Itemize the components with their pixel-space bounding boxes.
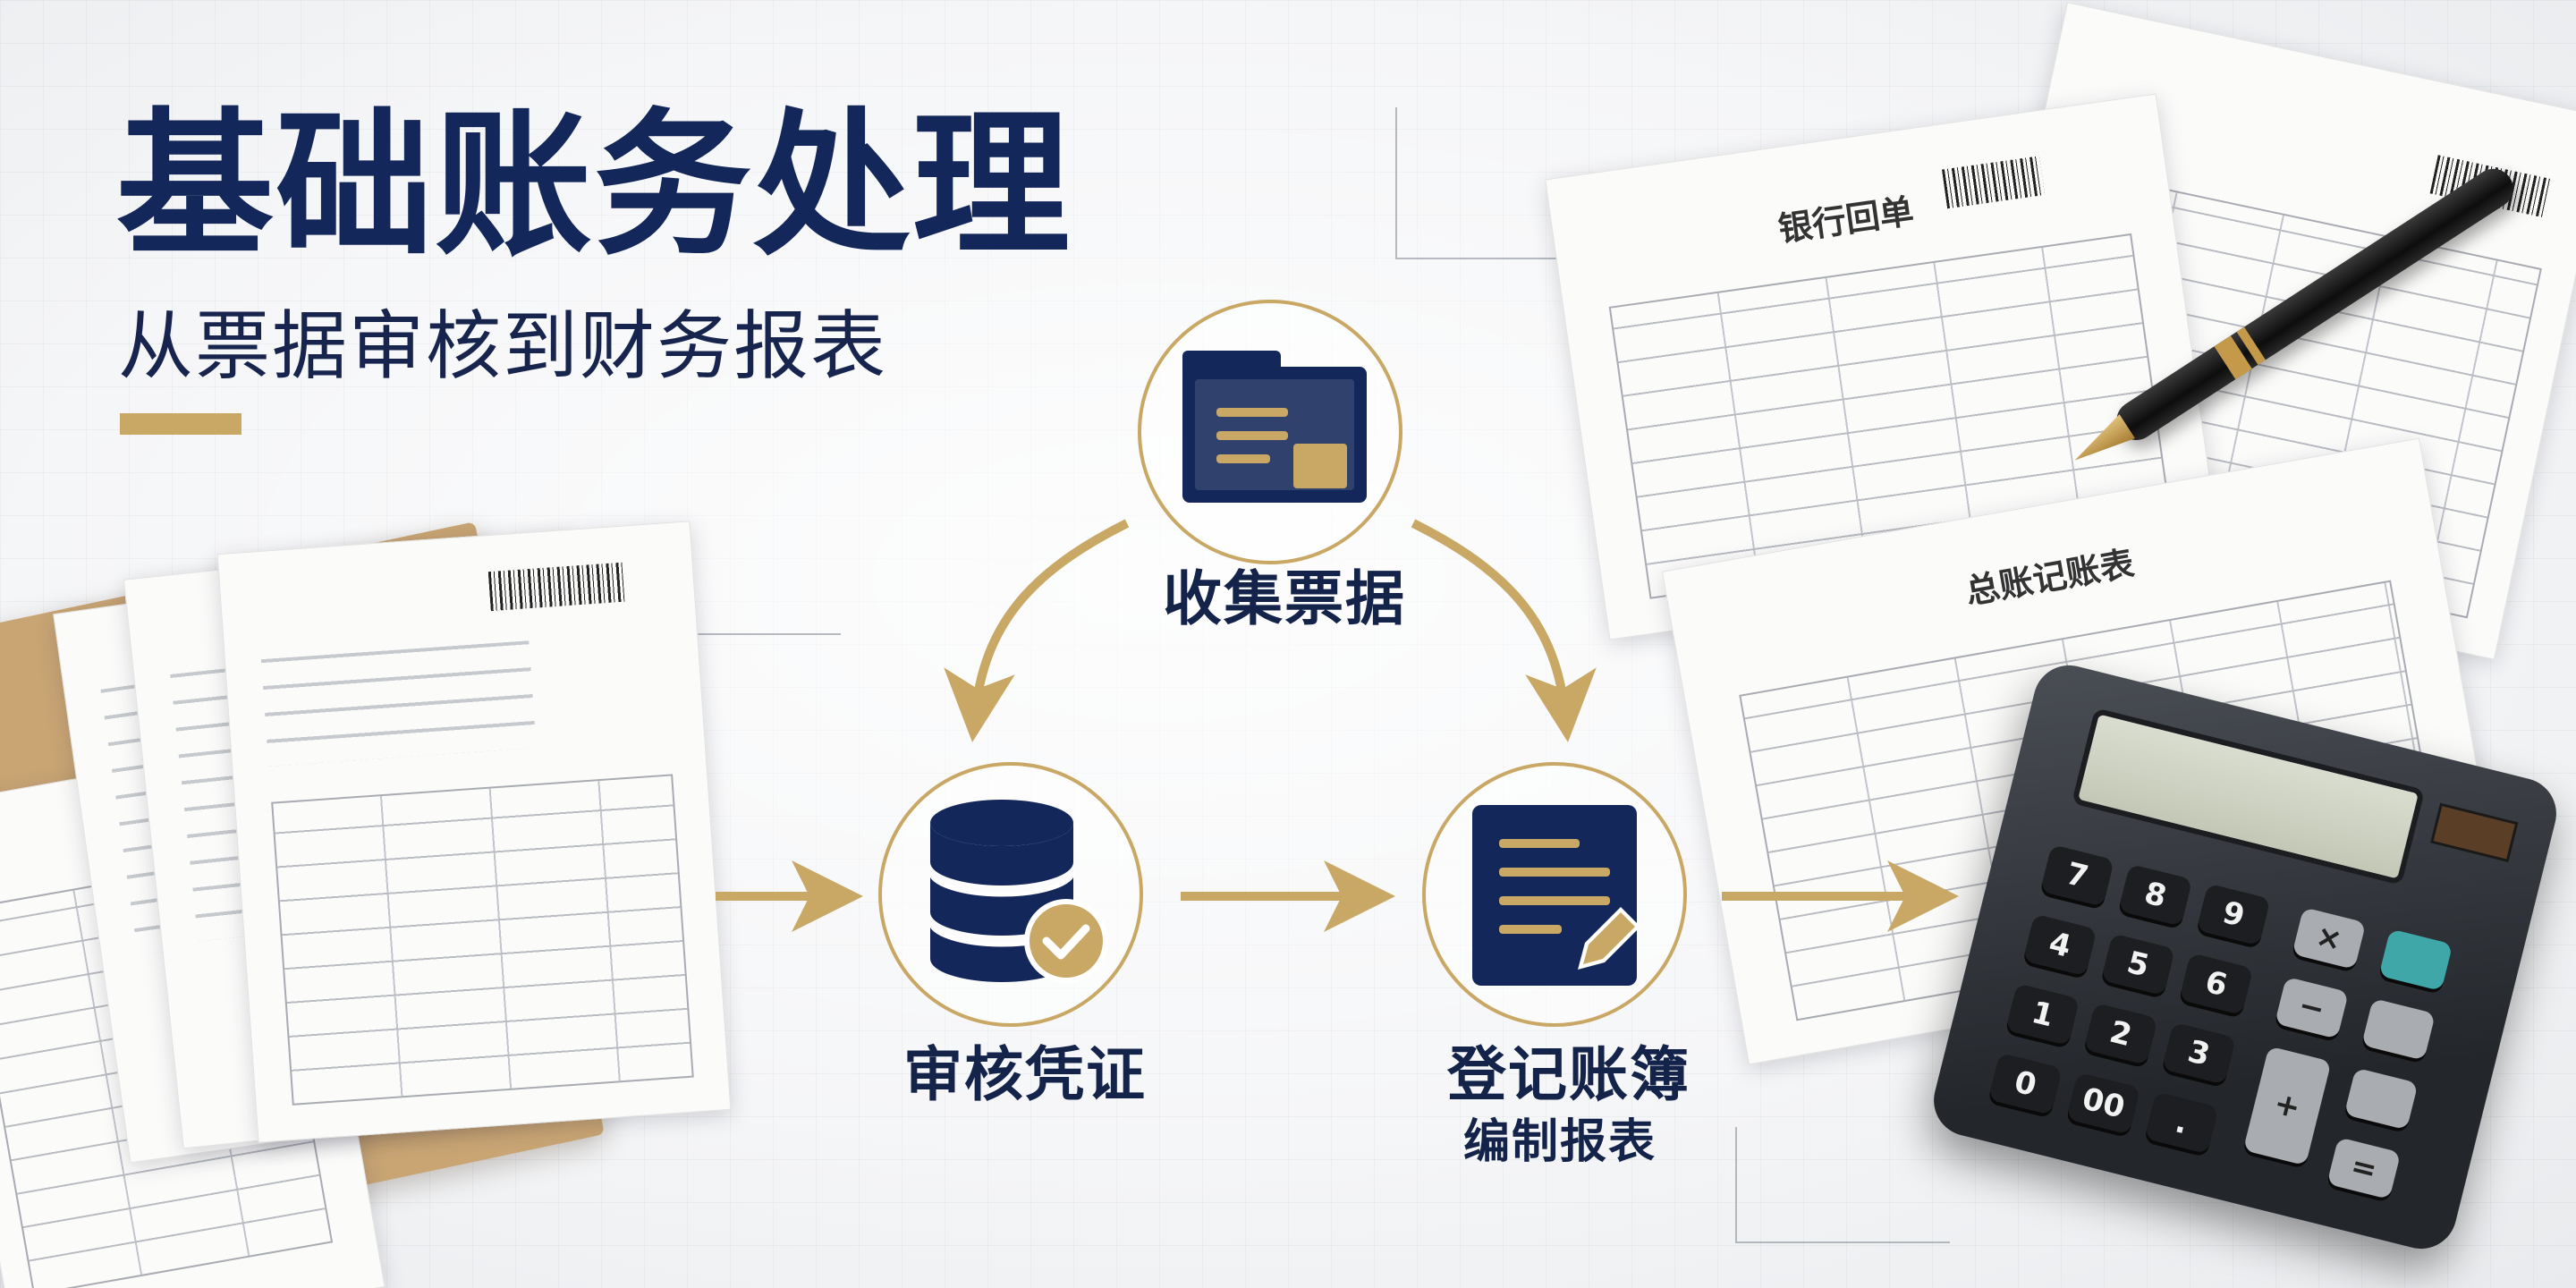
- calculator-key: ×: [2292, 907, 2367, 970]
- bank-slip-title: 银行回单: [1775, 190, 1917, 250]
- calculator-key: 0: [1987, 1052, 2063, 1115]
- calculator-key: 6: [2179, 953, 2254, 1016]
- document-edit-icon: [1472, 805, 1637, 986]
- calculator-key: [2361, 997, 2436, 1061]
- invoice-sheet-top: [216, 521, 732, 1143]
- background-sketch-chart: [680, 528, 841, 635]
- calculator-key: 3: [2161, 1021, 2236, 1085]
- page-title: 基础账务处理: [116, 94, 1072, 277]
- calculator-key: 7: [2039, 844, 2114, 907]
- step-collect-label: 收集票据: [1163, 564, 1406, 633]
- step-ledger-label: 登记账簿: [1447, 1040, 1690, 1109]
- step-report-label: 编制报表: [1463, 1115, 1657, 1169]
- calculator-key: .: [2144, 1091, 2219, 1155]
- barcode: [487, 562, 625, 612]
- calculator-key: 1: [2005, 983, 2080, 1046]
- calculator-solar-panel: [2430, 802, 2519, 863]
- barcode: [1941, 156, 2046, 209]
- database-check-icon: [930, 800, 1108, 983]
- calculator-key: 2: [2083, 1003, 2158, 1065]
- calculator-key: [2343, 1067, 2419, 1131]
- background-sketch-chart: [1395, 107, 1628, 259]
- calculator-key: 8: [2118, 863, 2193, 927]
- step-review-label: 审核凭证: [903, 1040, 1147, 1109]
- calculator-key: 9: [2196, 883, 2271, 946]
- ledger-title: 总账记账表: [1962, 542, 2138, 612]
- page-subtitle: 从票据审核到财务报表: [118, 302, 888, 390]
- calculator-key: +: [2242, 1046, 2332, 1166]
- calculator-key: =: [2326, 1137, 2402, 1200]
- calculator-key: 5: [2100, 933, 2175, 996]
- calculator-key: [2378, 928, 2453, 992]
- calculator-key: 00: [2066, 1072, 2141, 1135]
- background-sketch-chart: [1735, 1127, 1950, 1243]
- calculator-key: −: [2275, 976, 2349, 1039]
- title-accent-bar: [120, 413, 242, 435]
- calculator-key: 4: [2022, 913, 2097, 977]
- folder-document-icon: [1182, 351, 1367, 503]
